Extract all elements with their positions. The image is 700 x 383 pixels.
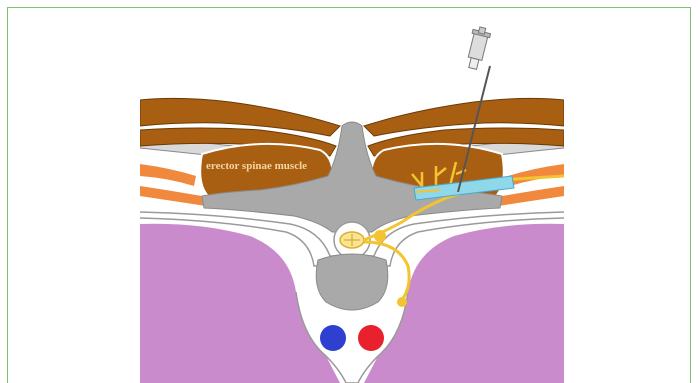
drg (374, 230, 386, 242)
aorta (358, 325, 384, 351)
cross-section-diagram: erector spinae muscle (140, 26, 564, 383)
anatomy-figure: erector spinae muscle (140, 26, 564, 383)
vena-cava (320, 325, 346, 351)
needle-syringe-icon (464, 26, 492, 71)
ganglion (397, 297, 407, 307)
vertebral-body (316, 254, 388, 310)
muscle-label: erector spinae muscle (206, 160, 307, 172)
